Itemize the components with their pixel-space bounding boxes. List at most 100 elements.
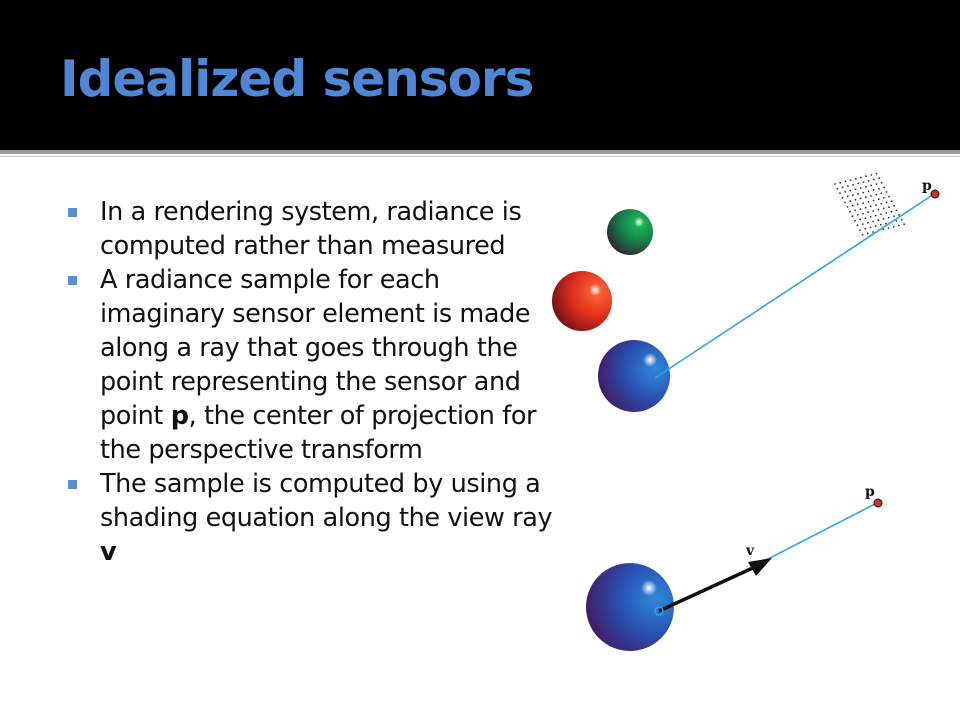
sensor-dot	[867, 200, 870, 203]
sensor-dot	[859, 197, 862, 200]
bullet-item: In a rendering system, radiance is compu…	[66, 195, 566, 263]
sensor-dot	[885, 191, 888, 193]
sensor-dot	[878, 177, 880, 180]
sensor-dot	[872, 231, 874, 233]
bullet-item: A radiance sample for each imaginary sen…	[66, 263, 566, 467]
sensor-dot	[862, 202, 864, 205]
sensor-dot	[883, 186, 885, 189]
point-p-bottom	[873, 498, 883, 508]
sensor-dot	[880, 181, 883, 184]
view-vector-arrow	[654, 558, 772, 616]
sensor-dot	[890, 210, 893, 213]
sensor-dot	[879, 223, 882, 226]
sensor-dot	[885, 212, 888, 214]
sensor-dot	[880, 202, 883, 205]
bullet-list: In a rendering system, radiance is compu…	[66, 195, 566, 569]
sensor-dot	[872, 210, 875, 212]
green-sphere	[607, 209, 653, 255]
sensor-dot	[852, 194, 854, 197]
sensor-dot	[877, 208, 880, 211]
sensor-dot	[870, 184, 873, 187]
sensor-dot	[834, 183, 836, 185]
sensor-dot	[857, 203, 859, 206]
bullet-text: The sample is computed by using a shadin…	[100, 469, 553, 533]
sensor-dot	[865, 185, 867, 188]
sensor-dot	[859, 229, 861, 231]
sensor-dot	[851, 204, 854, 207]
blue-sphere-top	[598, 340, 670, 412]
sensor-dot	[866, 232, 869, 235]
sensor-dot	[882, 218, 885, 220]
sensor-dot	[870, 174, 873, 176]
sensor-dot	[861, 233, 864, 236]
sensor-dot	[873, 178, 875, 181]
sensor-dot	[849, 200, 852, 203]
bullet-marker-icon	[68, 208, 77, 217]
sensor-dot	[895, 220, 898, 222]
sensor-dot	[849, 189, 852, 192]
bullet-text: , the center of projection for the persp…	[100, 401, 537, 465]
bullet-bold-symbol: v	[100, 537, 117, 567]
view-ray	[759, 502, 878, 564]
title-divider-thin	[0, 156, 960, 157]
sensor-dot	[895, 209, 898, 212]
sensor-dot	[887, 216, 890, 219]
bullet-text: A radiance sample for each imaginary sen…	[100, 265, 531, 431]
sensor-dot	[893, 215, 895, 218]
sensor-dot	[869, 226, 872, 229]
sensor-dot	[867, 190, 870, 193]
sensor-dot	[874, 214, 877, 217]
sensor-dot	[887, 227, 890, 230]
sensor-dot	[867, 211, 869, 214]
sensor-dot	[857, 182, 860, 185]
sensor-dot	[870, 195, 872, 197]
sensor-dot	[856, 214, 859, 216]
sensor-dot	[849, 210, 851, 213]
bullet-marker-icon	[68, 276, 77, 285]
sensor-dot	[844, 191, 847, 193]
point-p-top-label: p	[922, 178, 932, 194]
sensor-dot	[872, 220, 874, 223]
sensor-figure: p p v	[552, 172, 940, 651]
sensor-dot	[836, 187, 839, 190]
view-vector-label: v	[745, 543, 755, 559]
sensor-grid	[834, 172, 905, 236]
sensor-dot	[847, 185, 849, 187]
sensor-dot	[883, 197, 885, 199]
sensor-dot	[882, 228, 885, 231]
sample-ray	[654, 193, 935, 379]
sensor-dot	[877, 219, 880, 222]
sensor-dot	[872, 199, 875, 202]
sensor-dot	[867, 179, 870, 182]
slide-title: Idealized sensors	[60, 50, 534, 108]
sensor-dot	[892, 225, 895, 228]
bullet-item: The sample is computed by using a shadin…	[66, 467, 566, 569]
blue-sphere-bottom	[586, 563, 674, 651]
sensor-dot	[882, 207, 885, 210]
sensor-dot	[856, 224, 859, 227]
sensor-dot	[846, 195, 849, 198]
sensor-dot	[869, 205, 872, 208]
sensor-dot	[898, 214, 900, 216]
sensor-dot	[839, 192, 841, 195]
sensor-dot	[839, 181, 842, 184]
bullet-text: In a rendering system, radiance is compu…	[100, 197, 522, 261]
sensor-dot	[864, 227, 867, 230]
sensor-dot	[880, 213, 882, 216]
sensor-dot	[898, 224, 900, 227]
title-bar: Idealized sensors	[0, 0, 960, 150]
sensor-dot	[854, 177, 857, 180]
bullet-marker-icon	[68, 480, 77, 489]
sensor-dot	[859, 218, 862, 221]
sensor-dot	[864, 217, 867, 220]
sensor-dot	[888, 206, 890, 209]
sensor-dot	[841, 196, 844, 199]
sensor-dot	[903, 223, 905, 226]
sensor-dot	[849, 179, 852, 182]
sensor-dot	[875, 193, 878, 196]
sensor-dot	[859, 208, 862, 210]
sensor-dot	[862, 212, 864, 215]
sensor-dot	[872, 189, 875, 191]
sensor-dot	[867, 221, 869, 224]
sensor-dot	[859, 187, 862, 189]
